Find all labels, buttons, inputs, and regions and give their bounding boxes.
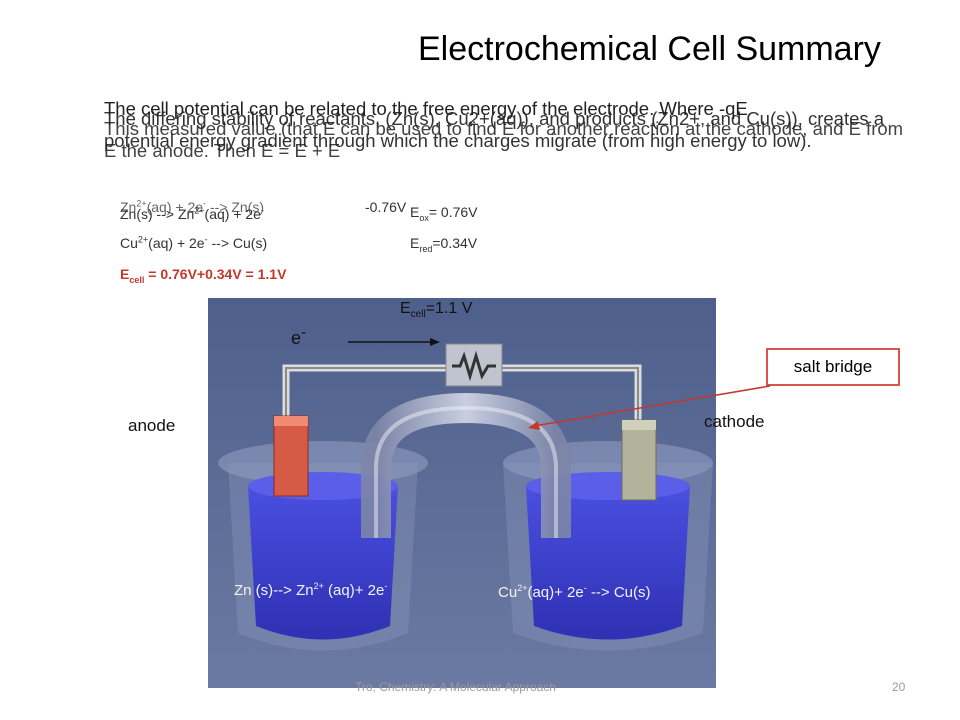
footer-citation: Tro, Chemistry: A Molecular Approach: [355, 680, 556, 694]
page-number: 20: [892, 680, 906, 694]
overlapping-paragraph-2: The differing stability of reactants, (Z…: [104, 108, 885, 151]
anode-label: anode: [128, 416, 176, 435]
cu-reduction-equation: Cu2+(aq) + 2e- --> Cu(s): [120, 234, 268, 251]
salt-bridge-pointer-arrow: [528, 385, 771, 430]
overlapping-paragraph-3: This measured value (that E can be used …: [104, 118, 904, 161]
overlapping-paragraph-1: The cell potential can be related to the…: [104, 98, 748, 119]
e-red-value: Ered=0.34V: [410, 235, 478, 254]
zn-reduction-equation: Zn2+(aq) + 2e- --> Zn(s): [120, 198, 264, 215]
electron-label: e-: [291, 324, 307, 348]
e-ox-value: Eox= 0.76V: [410, 204, 478, 223]
ecell-result: Ecell = 0.76V+0.34V = 1.1V: [120, 266, 287, 285]
zn-reduction-potential: -0.76V: [365, 199, 407, 215]
salt-bridge-label: salt bridge: [766, 348, 900, 386]
zn-oxidation-equation: Zn(s) --> Zn2+(aq) + 2e-: [120, 205, 264, 222]
cathode-reaction: Cu2+(aq)+ 2e- --> Cu(s): [498, 583, 651, 602]
cathode-label: cathode: [704, 412, 765, 431]
electrochemical-cell-diagram: [208, 298, 716, 688]
slide-title: Electrochemical Cell Summary: [418, 30, 881, 68]
anode-reaction: Zn (s)--> Zn2+ (aq)+ 2e-: [234, 581, 388, 600]
ecell-diagram-label: Ecell=1.1 V: [400, 300, 473, 321]
